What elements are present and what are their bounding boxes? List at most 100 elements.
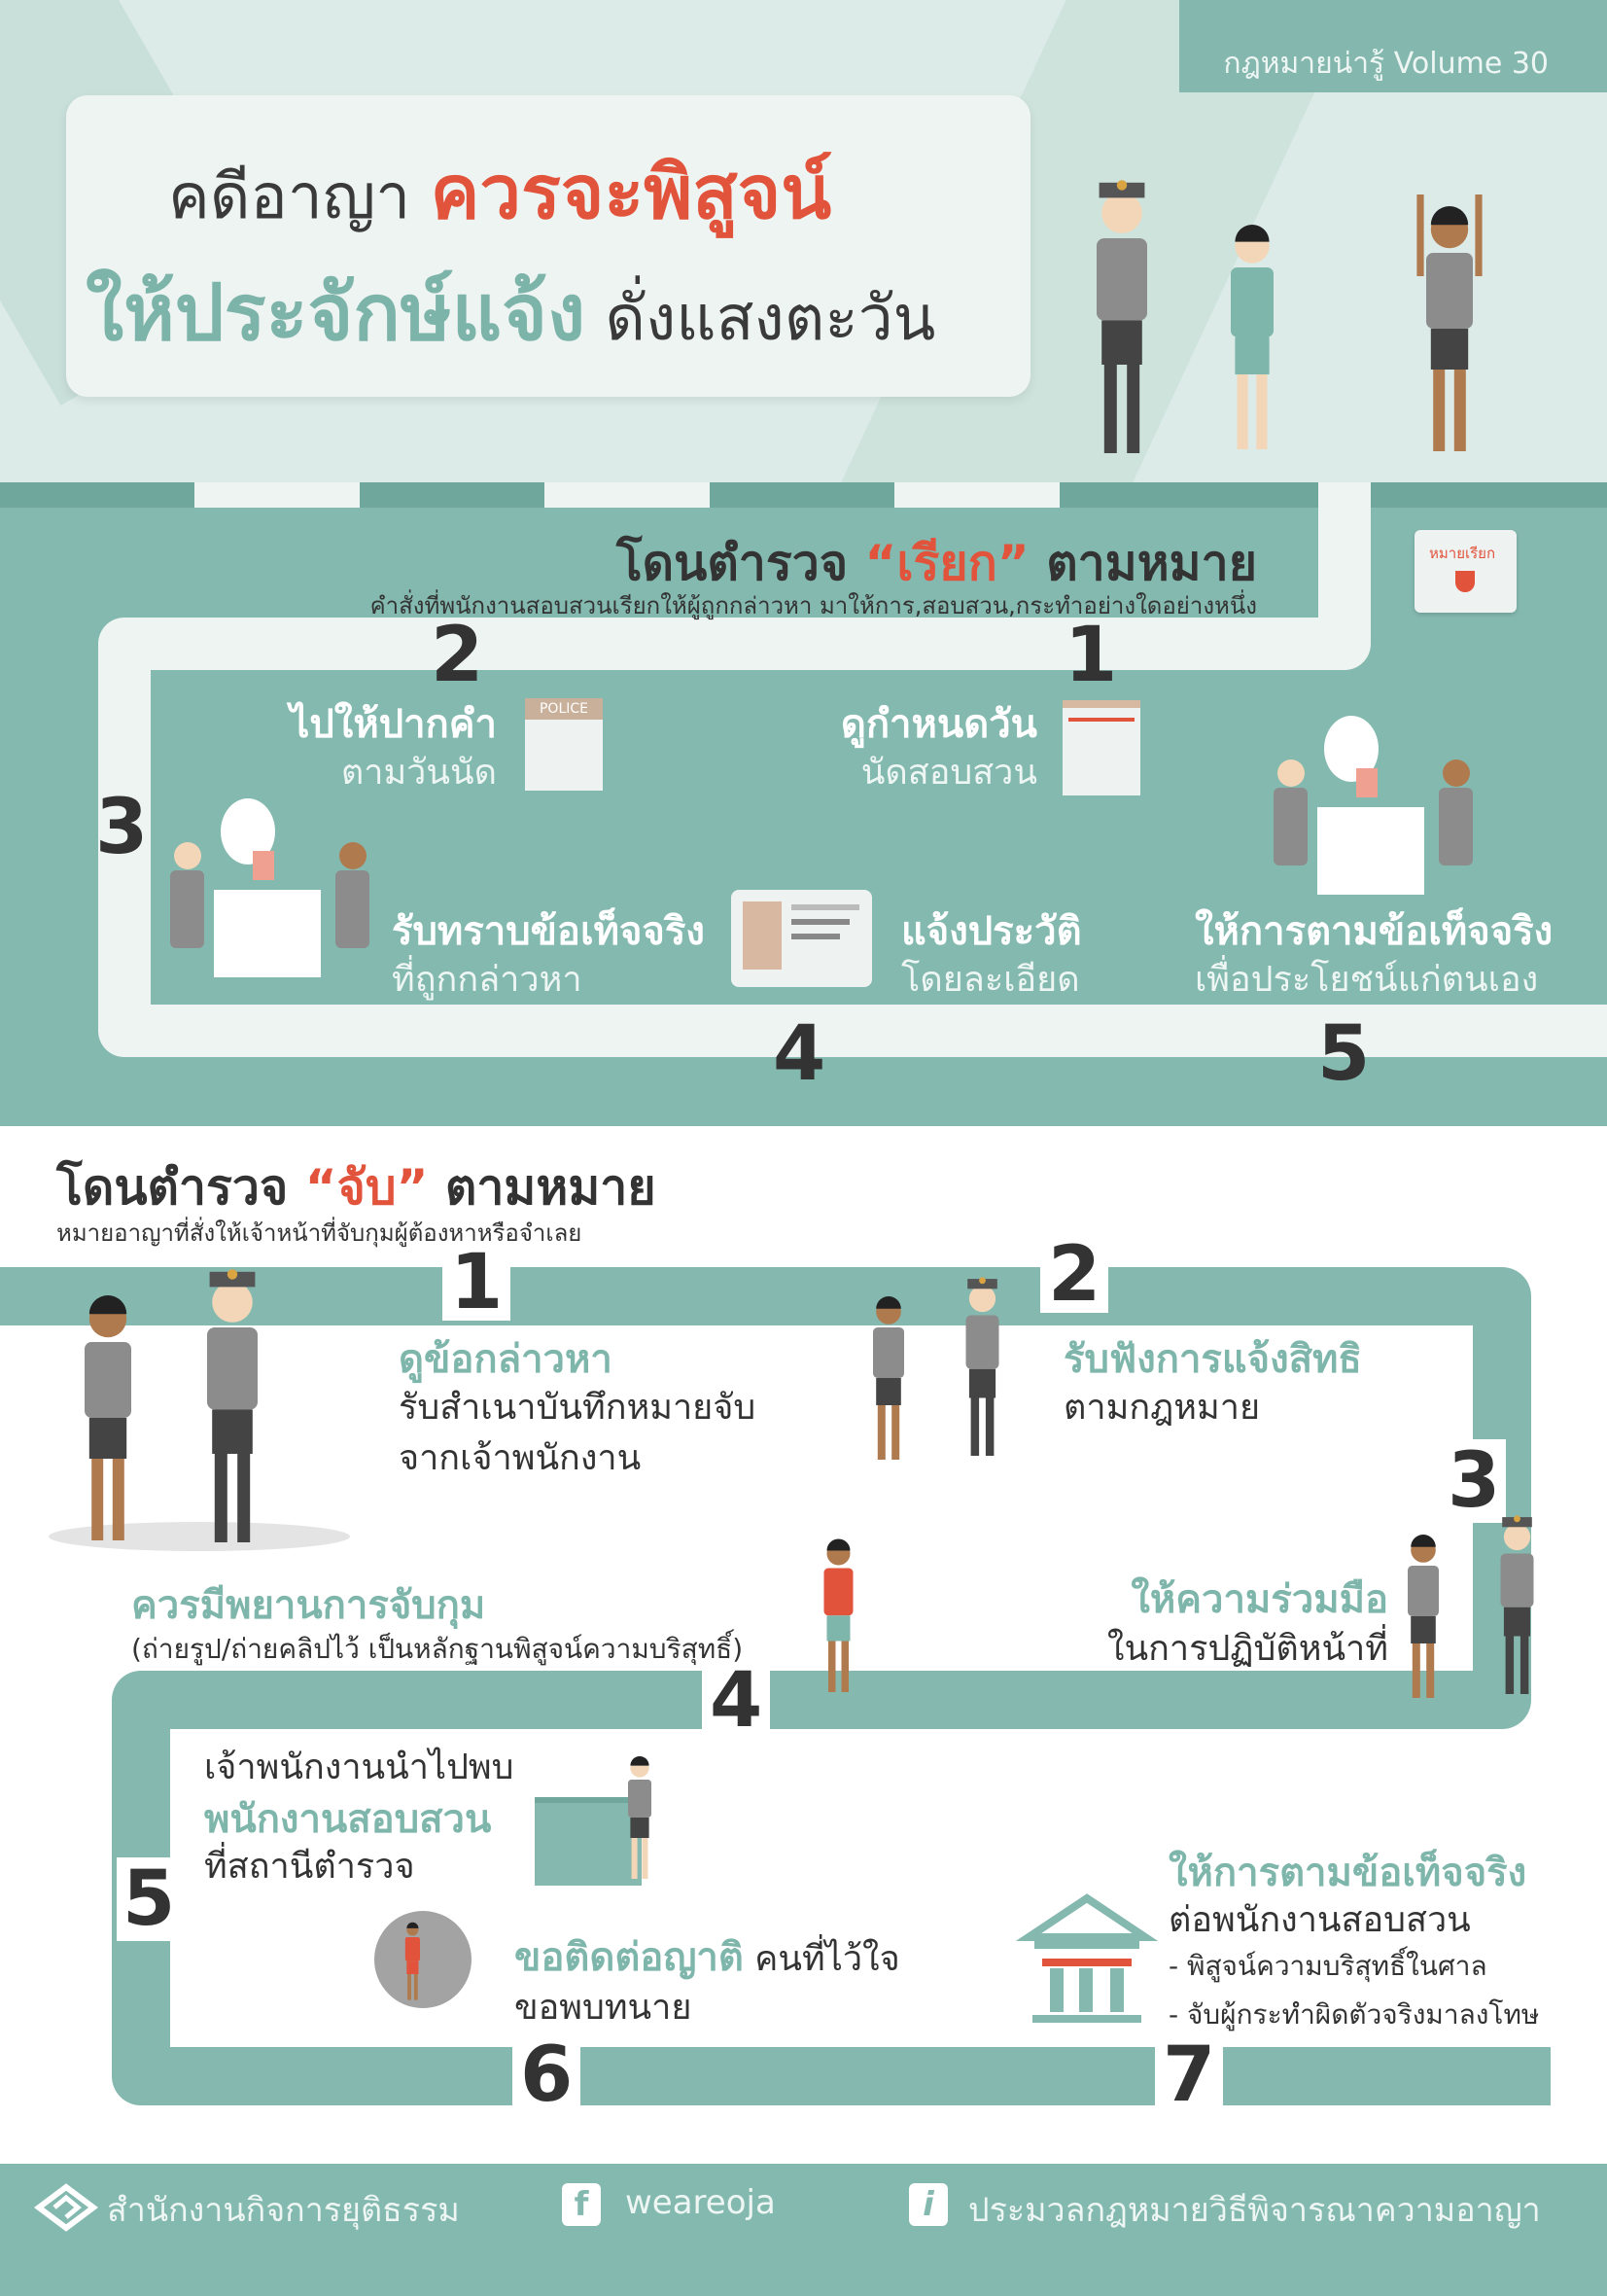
title-emphasis: “จับ” [304,1159,429,1216]
arrest-flow-line [0,1267,1551,2105]
step-detail: ตามวันนัด [340,753,497,793]
step-detail: ต่อพนักงานสอบสวน [1169,1900,1471,1940]
path-tile [894,482,1060,508]
footer: สำนักงานกิจการยุติธรรม f weareoja i ประม… [0,2164,1607,2296]
step-detail: คนที่ไว้ใจ [743,1939,900,1979]
arrest-title: โดนตำรวจ “จับ” ตามหมาย [56,1149,656,1226]
step-number: 4 [702,1663,771,1739]
phone-call-avatar [374,1911,472,2008]
seal-icon [1455,571,1475,592]
investigator-figure [622,1750,657,1889]
step-title: ดูข้อกล่าวหา [399,1337,612,1382]
footer-facebook-link[interactable]: weareoja [625,2183,776,2222]
title-line-2: ให้ประจักษ์แจ้ง ดั่งแสงตะวัน [86,251,935,374]
title-part: โดนตำรวจ [56,1159,305,1216]
footer-info: ประมวลกฎหมายวิธีพิจารณาความอาญา [968,2191,1541,2230]
police-figure [1084,175,1160,470]
summons-envelope-icon: หมายเรียก [1415,530,1517,613]
suspect-figure [865,1289,912,1471]
envelope-label: หมายเรียก [1429,545,1496,562]
summons-path [0,482,1607,1057]
title-plain: ดั่งแสงตะวัน [605,283,936,355]
step-title: ดูกำหนดวัน [840,702,1037,747]
summons-flow-line [98,482,1607,1057]
step-number: 2 [431,612,484,699]
step-detail: โดยละเอียด [901,960,1080,1000]
suspect-figure [73,1284,143,1556]
step-number: 7 [1155,2037,1224,2113]
step-detail: เจ้าพนักงานนำไปพบ [204,1748,514,1787]
step-title: พนักงานสอบสวน [204,1797,492,1842]
police-station-icon: POLICE [525,698,603,791]
step-title: แจ้งประวัติ [901,909,1082,954]
step-detail: รับสำเนาบันทึกหมายจับ [399,1388,756,1428]
relative-figure [402,1919,424,2007]
investigator-desk [535,1797,642,1886]
step-detail: เพื่อประโยชน์แก่ตนเอง [1195,960,1539,1000]
title-emphasis: ให้ประจักษ์แจ้ง [86,267,586,358]
series-label: กฎหมายน่ารู้ Volume 30 [1223,47,1549,81]
step-number: 3 [95,784,149,871]
header-section: กฎหมายน่ารู้ Volume 30 คดีอาญา ควรจะพิสู… [0,0,1607,486]
step-detail: ขอพบทนาย [514,1988,692,2028]
step-number: 4 [773,1010,826,1098]
path-tile [544,482,710,508]
step-number: 6 [512,2037,581,2113]
step-title: ขอติดต่อญาติ [514,1935,744,1980]
step-detail: (ถ่ายรูป/ถ่ายคลิปไว้ เป็นหลักฐานพิสูจน์ค… [131,1633,744,1665]
police-sign: POLICE [525,698,603,720]
police-figure [958,1274,1007,1468]
step-number: 2 [1040,1237,1109,1313]
title-part: ตามหมาย [428,1159,656,1216]
step-title: ให้การตามข้อเท็จจริง [1169,1851,1527,1895]
step-number: 1 [442,1245,511,1321]
facebook-icon: f [562,2183,601,2226]
step-title: รับทราบข้อเท็จจริง [392,909,705,954]
step-number: 5 [1317,1010,1371,1098]
police-figure [1492,1512,1542,1707]
step-title: ให้การตามข้อเท็จจริง [1195,909,1554,954]
summons-subtitle: คำสั่งที่พนักงานสอบสวนเรียกให้ผู้ถูกกล่า… [369,592,1257,619]
summons-title: โดนตำรวจ “เรียก” ตามหมาย [616,525,1257,602]
calendar-icon [1063,700,1140,795]
suspect-figure [1400,1527,1447,1710]
title-part: ตามหมาย [1029,535,1257,591]
step-detail: ในการปฏิบัติหน้าที่ [1106,1629,1388,1669]
arrest-subtitle: หมายอาญาที่สั่งให้เจ้าหน้าที่จับกุมผู้ต้… [56,1219,582,1247]
title-box: คดีอาญา ควรจะพิสูจน์ ให้ประจักษ์แจ้ง ดั่… [66,95,1031,397]
oja-logo-icon [34,2183,98,2232]
step-title: ไปให้ปากคำ [290,702,497,747]
title-part: โดนตำรวจ [615,535,865,591]
step-number: 5 [117,1857,182,1941]
woman-figure [1220,214,1284,464]
step-detail: ตามกฎหมาย [1064,1388,1261,1428]
courthouse-icon [1015,1893,1159,2023]
id-card-icon [731,890,872,987]
info-icon: i [909,2183,948,2226]
police-figure [194,1264,270,1559]
step-detail: ที่สถานีตำรวจ [204,1847,415,1887]
step-detail: จากเจ้าพนักงาน [399,1438,642,1478]
step-detail: นัดสอบสวน [860,753,1037,793]
step-number: 3 [1442,1439,1507,1523]
title-plain: คดีอาญา [168,161,411,233]
step-title: ให้ความร่วมมือ [1131,1577,1388,1622]
interview-desk-figure [160,798,384,991]
man-hands-up-figure [1415,194,1485,467]
step-detail: - จับผู้กระทำผิดตัวจริงมาลงโทษ [1169,1998,1540,2031]
path-tile [194,482,360,508]
step-title: รับฟังการแจ้งสิทธิ [1064,1337,1362,1382]
title-line-1: คดีอาญา ควรจะพิสูจน์ [168,134,831,251]
title-emphasis: “เรียก” [864,535,1030,591]
interview-desk-figure [1264,716,1487,908]
title-emphasis: ควรจะพิสูจน์ [430,149,832,235]
step-title-line: ขอติดต่อญาติ คนที่ไว้ใจ [514,1925,900,1988]
footer-org: สำนักงานกิจการยุติธรรม [107,2191,460,2230]
witness-filming-figure [817,1532,860,1704]
step-title: ควรมีพยานการจับกุม [131,1583,486,1628]
step-detail: - พิสูจน์ความบริสุทธิ์ในศาล [1169,1950,1487,1982]
step-detail: ที่ถูกกล่าวหา [392,960,582,1000]
step-number: 1 [1065,612,1118,699]
series-band [1179,0,1607,92]
